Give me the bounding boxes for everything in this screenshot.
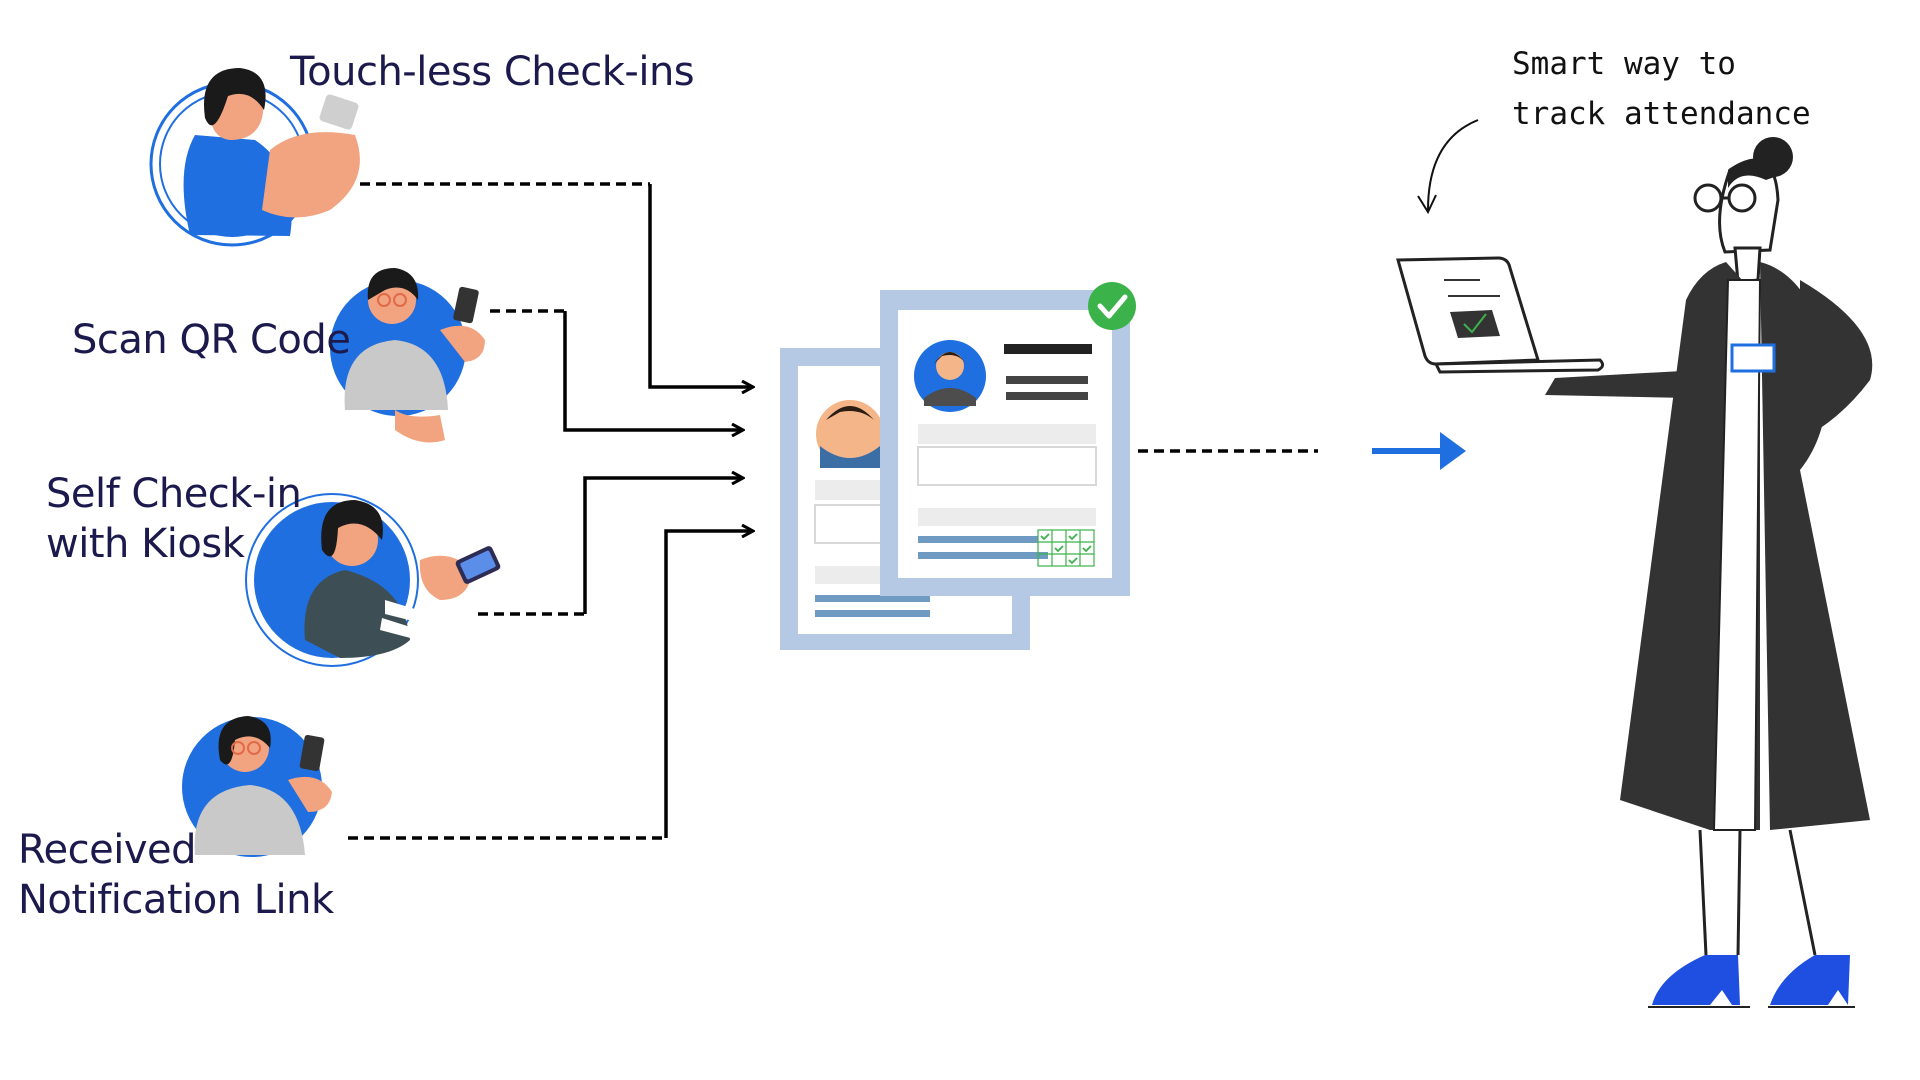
notification-user-avatar	[178, 713, 332, 861]
label-notification-link: Notification Link	[18, 877, 334, 923]
label-with-kiosk: with Kiosk	[46, 521, 245, 567]
label-received: Received	[18, 827, 197, 873]
note-line-1: Smart way to	[1512, 46, 1736, 82]
connector-kiosk	[478, 478, 742, 616]
qr-user-avatar	[326, 268, 485, 443]
connector-touchless	[360, 182, 752, 387]
connector-notification	[348, 531, 752, 840]
kiosk-user-avatar	[245, 493, 501, 667]
connector-qr	[490, 309, 742, 430]
label-self-checkin: Self Check-in	[46, 471, 302, 517]
note-line-2: track attendance	[1512, 96, 1811, 132]
label-scan-qr-code: Scan QR Code	[72, 317, 351, 363]
check-badge-icon	[1088, 282, 1136, 330]
label-touchless-checkins: Touch-less Check-ins	[290, 49, 695, 95]
attendance-card-front[interactable]	[880, 290, 1130, 596]
laptop-icon[interactable]	[1396, 256, 1605, 374]
note-arrow-icon	[1417, 119, 1479, 215]
phone-user-avatar	[149, 68, 360, 247]
woman-figure	[1545, 137, 1873, 1008]
blue-arrow-icon	[1372, 432, 1466, 470]
